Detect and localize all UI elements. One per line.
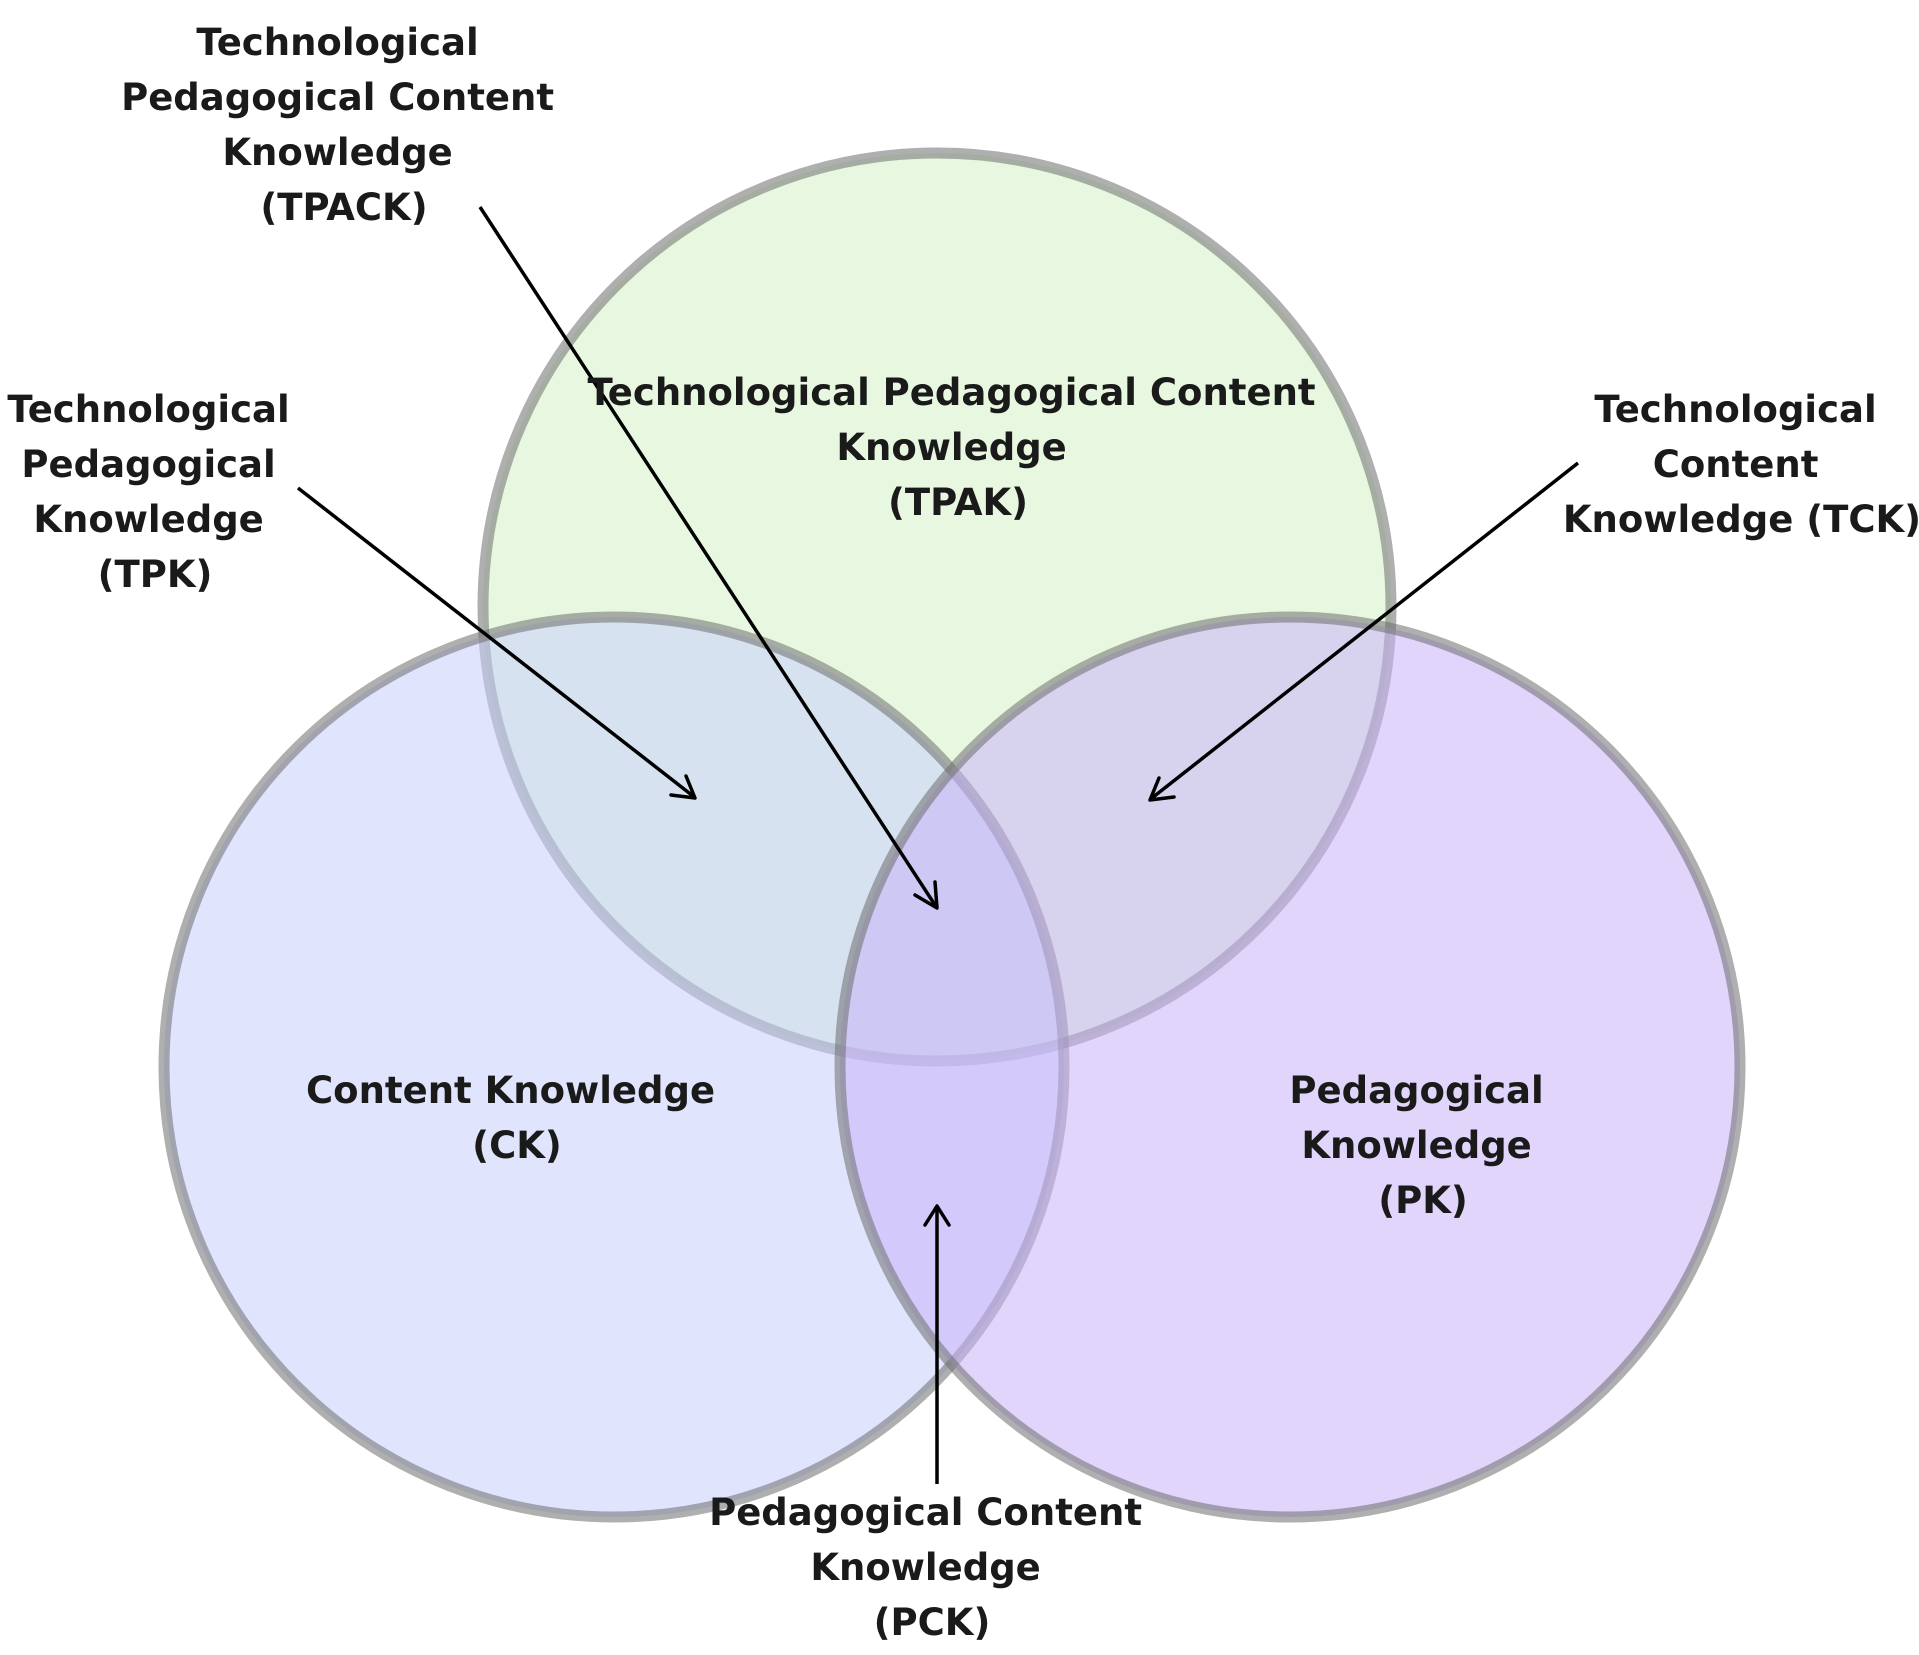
tck-arrow [1148, 461, 1580, 802]
venn-circles [158, 147, 1746, 1523]
tpack-arrow [478, 206, 939, 910]
labels: Technological Pedagogical Content Knowle… [7, 21, 1919, 1644]
label-ck: Content Knowledge (CK) [306, 1069, 728, 1167]
label-tpk: Technological Pedagogical Knowledge (TPK… [7, 388, 302, 596]
arrows [296, 206, 1580, 1484]
pedagogy-circle [834, 611, 1746, 1523]
label-tpack: Technological Pedagogical Content Knowle… [121, 21, 567, 229]
pck-arrow [923, 1204, 951, 1484]
label-tpak: Technological Pedagogical Content Knowle… [587, 371, 1328, 524]
label-pk: Pedagogical Knowledge (PK) [1289, 1069, 1556, 1222]
tpk-arrow [296, 486, 697, 800]
label-pck: Pedagogical Content Knowledge (PCK) [709, 1491, 1155, 1644]
label-tck: Technological Content Knowledge (TCK) [1563, 388, 1919, 541]
